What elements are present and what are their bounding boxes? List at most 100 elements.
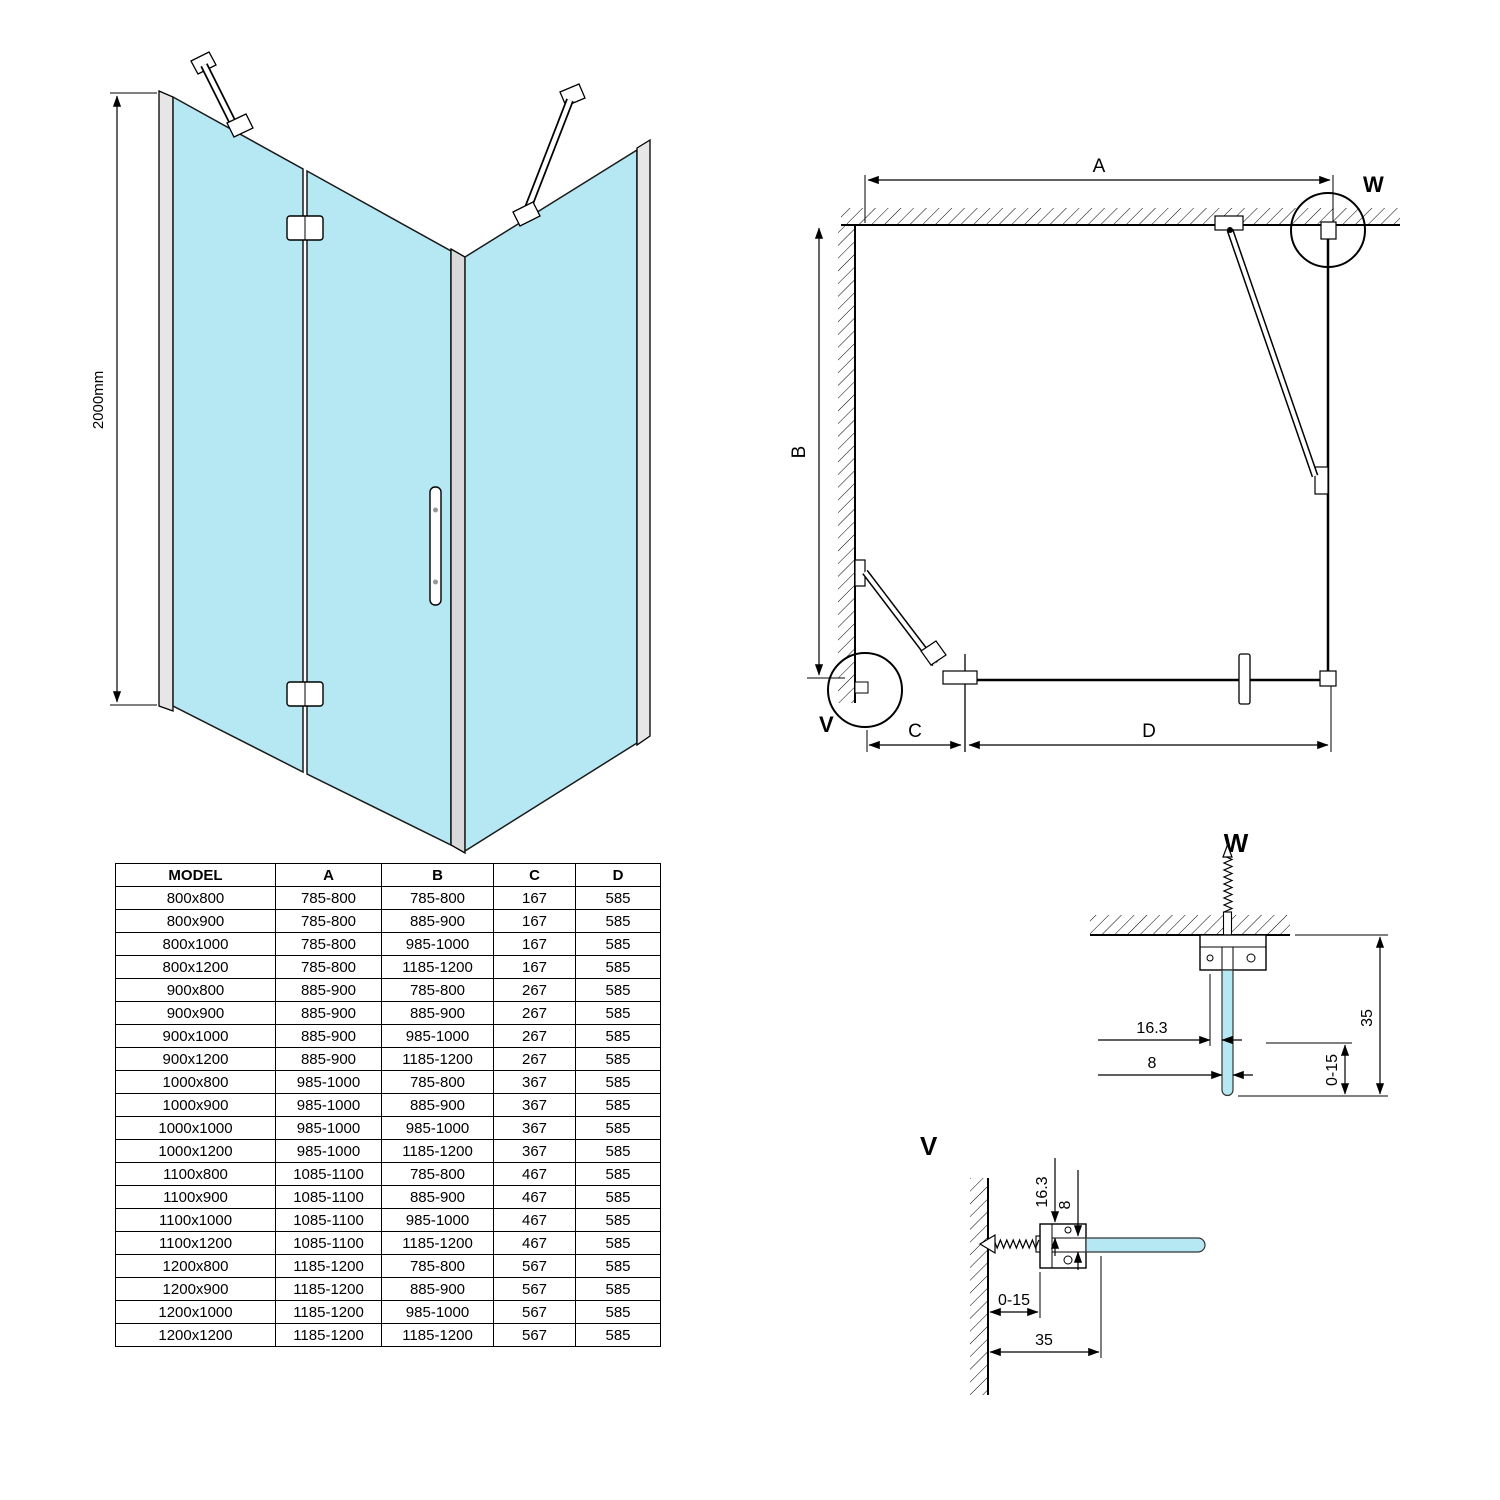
cell-dim: 785-800 bbox=[381, 886, 494, 910]
cell-dim: 267 bbox=[493, 1024, 576, 1048]
door-hinge-top bbox=[286, 215, 324, 241]
header-model: MODEL bbox=[115, 863, 276, 887]
glass-section bbox=[1085, 1237, 1206, 1253]
cell-dim: 785-800 bbox=[381, 1070, 494, 1094]
dim-adjust-0-15: 0-15 bbox=[1238, 1042, 1388, 1097]
dimension-b: B bbox=[789, 227, 845, 679]
iso-view: 2000mm bbox=[90, 51, 651, 855]
cell-dim: 267 bbox=[493, 978, 576, 1002]
dim-adjust-label: 0-15 bbox=[998, 1292, 1030, 1309]
cell-dim: 785-800 bbox=[275, 932, 382, 956]
cell-dim: 1185-1200 bbox=[275, 1300, 382, 1324]
cell-model: 800x1000 bbox=[115, 932, 276, 956]
cell-dim: 785-800 bbox=[381, 978, 494, 1002]
dim-offset-label: 16.3 bbox=[1136, 1020, 1167, 1037]
cell-dim: 585 bbox=[575, 1139, 661, 1163]
cell-dim: 1185-1200 bbox=[275, 1323, 382, 1347]
cell-dim: 985-1000 bbox=[275, 1116, 382, 1140]
dim-glass-label: 8 bbox=[1057, 1200, 1074, 1209]
cell-dim: 585 bbox=[575, 1047, 661, 1071]
cell-dim: 1085-1100 bbox=[275, 1162, 382, 1186]
detail-v-ref-label: V bbox=[819, 712, 834, 737]
cell-dim: 1185-1200 bbox=[381, 1231, 494, 1255]
cell-dim: 1185-1200 bbox=[381, 1047, 494, 1071]
height-dimension: 2000mm bbox=[90, 92, 157, 706]
cell-model: 900x1000 bbox=[115, 1024, 276, 1048]
cell-dim: 585 bbox=[575, 909, 661, 933]
cell-dim: 585 bbox=[575, 1300, 661, 1324]
detail-v: V 16.3 8 0-1 bbox=[920, 1131, 1206, 1395]
wall-mount-plate bbox=[854, 559, 866, 587]
cell-dim: 467 bbox=[493, 1162, 576, 1186]
cell-model: 800x800 bbox=[115, 886, 276, 910]
cell-dim: 885-900 bbox=[381, 1185, 494, 1209]
cell-dim: 167 bbox=[493, 932, 576, 956]
cell-dim: 985-1000 bbox=[381, 1024, 494, 1048]
corner-fitting bbox=[1319, 670, 1337, 687]
side-panel-glass bbox=[464, 148, 638, 853]
dim-c-label: C bbox=[908, 721, 922, 742]
dim-a-label: A bbox=[1093, 156, 1106, 177]
glass-clamp bbox=[512, 201, 541, 227]
wall-mount-plate bbox=[190, 51, 217, 75]
cell-dim: 885-900 bbox=[275, 1024, 382, 1048]
cell-dim: 1185-1200 bbox=[275, 1254, 382, 1278]
cell-dim: 985-1000 bbox=[381, 932, 494, 956]
cell-dim: 1085-1100 bbox=[275, 1185, 382, 1209]
dim-offset-16-3: 16.3 bbox=[1098, 974, 1242, 1046]
cell-dim: 985-1000 bbox=[381, 1116, 494, 1140]
header-c: C bbox=[493, 863, 576, 887]
cell-dim: 585 bbox=[575, 1254, 661, 1278]
glass-clamp bbox=[920, 640, 947, 666]
wall-hatch bbox=[970, 1178, 988, 1395]
dim-adjust-0-15: 0-15 bbox=[989, 1272, 1041, 1318]
dim-glass-8: 8 bbox=[1098, 1055, 1253, 1080]
ceiling-bracket bbox=[1199, 934, 1267, 971]
support-bar-plan-left bbox=[854, 559, 947, 667]
cell-dim: 1185-1200 bbox=[275, 1277, 382, 1301]
cell-dim: 585 bbox=[575, 978, 661, 1002]
cell-dim: 585 bbox=[575, 1185, 661, 1209]
cell-dim: 585 bbox=[575, 955, 661, 979]
cell-dim: 885-900 bbox=[275, 978, 382, 1002]
cell-dim: 785-800 bbox=[275, 909, 382, 933]
cell-dim: 1185-1200 bbox=[381, 1323, 494, 1347]
cell-dim: 167 bbox=[493, 909, 576, 933]
dimension-d: D bbox=[968, 686, 1332, 752]
support-bar-left bbox=[190, 51, 254, 138]
cell-dim: 985-1000 bbox=[275, 1093, 382, 1117]
cell-dim: 585 bbox=[575, 1208, 661, 1232]
support-bar-plan-right bbox=[1214, 215, 1319, 478]
ceiling-hatch bbox=[1090, 915, 1290, 935]
cell-dim: 885-900 bbox=[381, 909, 494, 933]
cell-dim: 885-900 bbox=[275, 1047, 382, 1071]
front-panel-plan bbox=[942, 653, 1337, 752]
pivot-bracket bbox=[942, 670, 978, 685]
corner-profile bbox=[450, 247, 466, 855]
cell-dim: 785-800 bbox=[275, 955, 382, 979]
header-a: A bbox=[275, 863, 382, 887]
wall-fitting bbox=[854, 681, 869, 694]
cell-dim: 585 bbox=[575, 886, 661, 910]
cell-model: 800x1200 bbox=[115, 955, 276, 979]
header-d: D bbox=[575, 863, 661, 887]
plan-view: A W B bbox=[789, 156, 1400, 752]
cell-model: 1100x1200 bbox=[115, 1231, 276, 1255]
cell-dim: 585 bbox=[575, 1093, 661, 1117]
cell-dim: 567 bbox=[493, 1277, 576, 1301]
cell-dim: 585 bbox=[575, 1231, 661, 1255]
cell-dim: 167 bbox=[493, 886, 576, 910]
cell-dim: 785-800 bbox=[275, 886, 382, 910]
cell-dim: 567 bbox=[493, 1254, 576, 1278]
cell-dim: 585 bbox=[575, 1001, 661, 1025]
door-handle bbox=[429, 486, 442, 606]
